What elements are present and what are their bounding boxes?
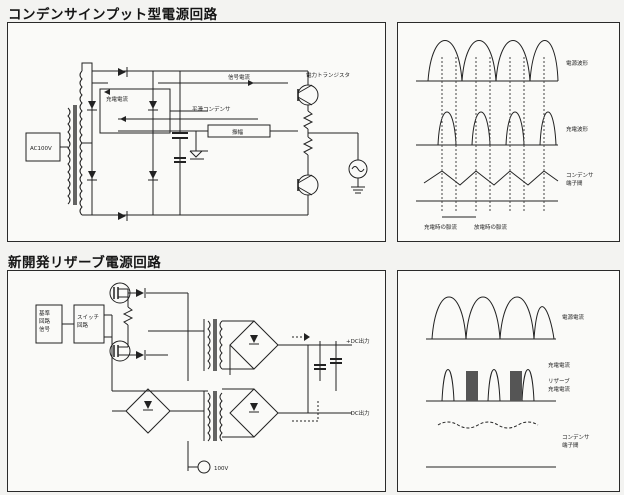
section1-title: コンデンサインプット型電源回路 xyxy=(8,7,218,23)
diode-2 xyxy=(118,212,126,220)
reserve-power-waveform-diagram: 電源電流 充電電流 リザーブ 充電電流 コンデンサ 端子間 xyxy=(426,296,590,468)
upper-transformer-primary xyxy=(207,320,211,370)
cap-terminal-label-2: 端子間 xyxy=(562,441,579,449)
lower-bridge-rectifier xyxy=(229,388,279,438)
ref-signal-label-2: 回路 xyxy=(39,317,51,325)
ac-input-label: 100V xyxy=(214,466,228,472)
capacitor-input-circuit-diagram: AC100V 充電電流 信号電流 電力トランジスタ 平滑コンデンサ 振幅 xyxy=(25,62,368,221)
cap-terminal-label-1: コンデンサ xyxy=(566,171,594,179)
discharge-span-label: 放電時の脈流 xyxy=(474,223,508,231)
charge-pulse-1 xyxy=(441,369,455,402)
diode-5 xyxy=(149,101,157,109)
capacitor-ripple xyxy=(437,421,539,429)
power-waveform xyxy=(427,40,559,82)
transformer-secondary xyxy=(79,70,83,216)
charge-pulse-3 xyxy=(505,111,525,146)
lower-diode xyxy=(136,351,144,359)
upper-transistor xyxy=(297,84,319,106)
upper-diode xyxy=(136,289,144,297)
reserve-power-circuit-diagram: 基準 回路 信号 スイッチ 回路 +DC出力 −DC出力 100V xyxy=(35,282,370,474)
diode-6 xyxy=(149,171,157,179)
diode-4 xyxy=(88,171,96,179)
upper-mosfet xyxy=(109,282,131,304)
charge-wave-label: 充電波形 xyxy=(566,125,589,133)
capacitor-ripple xyxy=(423,170,559,186)
charge-current-label: 充電電流 xyxy=(548,361,571,369)
plus-output-label: +DC出力 xyxy=(346,337,370,345)
transformer-primary xyxy=(67,107,71,205)
lower-transformer-primary xyxy=(207,392,211,442)
minus-output-label: −DC出力 xyxy=(346,409,370,417)
charge-pulse-2 xyxy=(487,369,501,402)
reserve-pulse-1 xyxy=(466,371,478,401)
charge-current-label: 充電電流 xyxy=(106,95,129,103)
capacitor-input-circuit-panel: AC100V 充電電流 信号電流 電力トランジスタ 平滑コンデンサ 振幅 xyxy=(7,22,386,242)
switch-circuit-label-2: 回路 xyxy=(77,321,89,329)
cap-terminal-label-2: 端子間 xyxy=(566,179,583,187)
charge-span-label: 充電時の脈流 xyxy=(424,223,458,231)
capacitor-input-waveform-diagram: 電源波形 充電波形 コンデンサ 端子間 充電時の脈流 放電時の脈流 xyxy=(416,40,594,231)
power-wave-label: 電源波形 xyxy=(566,59,589,67)
lower-transistor xyxy=(297,174,319,196)
charge-pulse-4 xyxy=(539,111,557,146)
reserve-power-waveform-panel: 電源電流 充電電流 リザーブ 充電電流 コンデンサ 端子間 xyxy=(397,270,620,492)
driver-block-label: 振幅 xyxy=(232,128,244,136)
reserve-pulse-2 xyxy=(510,371,522,401)
reserve-power-circuit-panel: 基準 回路 信号 スイッチ 回路 +DC出力 −DC出力 100V xyxy=(7,270,386,492)
capacitor-input-waveform-panel: 電源波形 充電波形 コンデンサ 端子間 充電時の脈流 放電時の脈流 xyxy=(397,22,620,242)
reserve-charge-label-1: リザーブ xyxy=(548,377,570,385)
switch-circuit-label-1: スイッチ xyxy=(77,314,99,321)
ac-in-label: AC100V xyxy=(30,146,52,152)
reserve-charge-label-2: 充電電流 xyxy=(548,385,571,393)
lower-transformer-secondary xyxy=(219,392,223,442)
charge-pulse-1 xyxy=(437,111,457,146)
ref-signal-label-3: 信号 xyxy=(39,325,51,333)
section2-title: 新開発リザーブ電源回路 xyxy=(8,255,162,271)
power-transistor-label: 電力トランジスタ xyxy=(306,71,350,79)
switch-circuit-block xyxy=(73,304,105,344)
left-bridge-rectifier xyxy=(125,388,171,434)
power-current-label: 電源電流 xyxy=(562,313,585,321)
upper-bridge-rectifier xyxy=(229,320,279,370)
power-current-waveform xyxy=(431,296,555,340)
smoothing-capacitor-label: 平滑コンデンサ xyxy=(192,105,231,113)
upper-transformer-secondary xyxy=(219,320,223,370)
lower-mosfet xyxy=(109,340,131,362)
ref-signal-label-1: 基準 xyxy=(39,309,51,317)
signal-current-label: 信号電流 xyxy=(228,73,251,81)
cap-terminal-label-1: コンデンサ xyxy=(562,433,590,441)
charge-pulse-2 xyxy=(471,111,491,146)
diode-1 xyxy=(118,68,126,76)
ac-input-plug xyxy=(197,460,211,474)
diode-3 xyxy=(88,101,96,109)
charge-pulse-3 xyxy=(521,369,535,402)
